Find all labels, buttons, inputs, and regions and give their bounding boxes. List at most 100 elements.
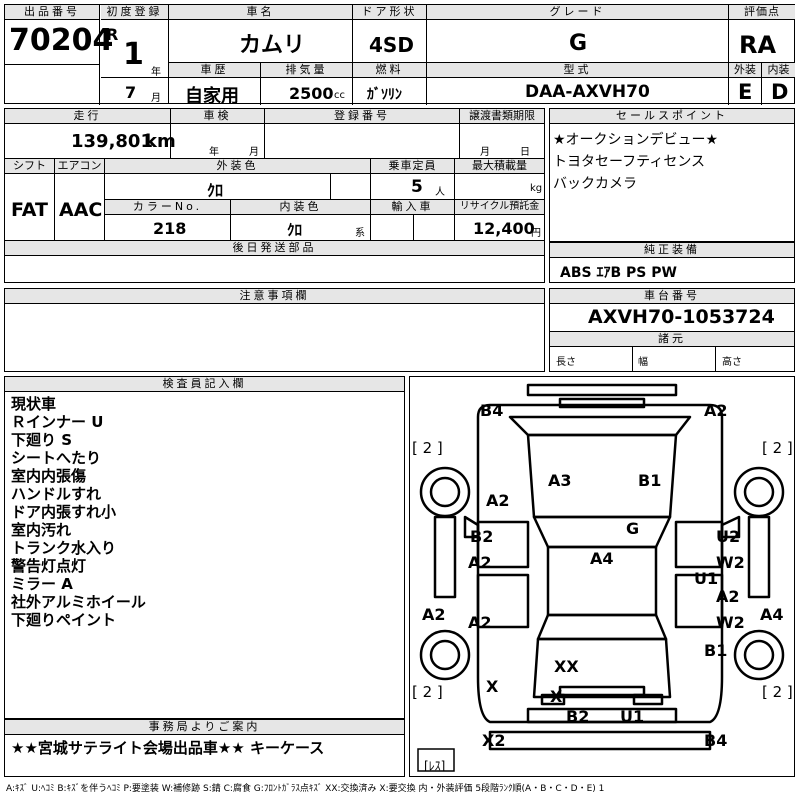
import-cell: 輸入車 [371, 200, 455, 241]
damage-mark: A3 [548, 471, 572, 490]
recycle: 12,400 [473, 219, 535, 238]
chassis-block: 車台番号 AXVH70-1053724 諸元 長さ 幅 高さ [549, 288, 795, 372]
damage-mark: X2 [482, 731, 506, 750]
door-label: ドア形状 [353, 5, 426, 20]
chassis-label: 車台番号 [550, 289, 794, 304]
spare-tire-mark: [ﾚｽ] [424, 759, 446, 773]
shift: FAT [11, 199, 48, 221]
first-reg-label: 初度登録 [101, 5, 168, 20]
reg-year: 1 [123, 37, 144, 72]
fuel-label: 燃料 [353, 63, 426, 78]
mileage-unit: km [145, 131, 176, 152]
model-label: 型式 [427, 63, 728, 78]
damage-mark: B2 [566, 707, 590, 726]
inspector-line: 現状車 [11, 395, 57, 413]
later-parts-cell: 後日発送部品 [5, 241, 544, 282]
damage-mark: A4 [590, 549, 614, 568]
mileage-label: 走行 [5, 109, 170, 124]
office-block: 事務局よりご案内 ★★宮城サテライト会場出品車★★ キーケース [4, 719, 405, 777]
equipment-label: 純正装備 [550, 243, 794, 258]
first-reg-cell: 初度登録 R 1 年 7 月 [101, 5, 169, 104]
model-cell: 型式 DAA-AXVH70 [427, 63, 729, 105]
load-label: 最大積載量 [455, 159, 544, 174]
header-block: 出品番号 70204 初度登録 R 1 年 7 月 車名 カムリ 車歴 自家用 … [4, 4, 795, 107]
damage-mark: A2 [704, 401, 728, 420]
damage-mark: X [486, 677, 499, 696]
model: DAA-AXVH70 [525, 82, 650, 102]
transfer-day-unit: 日 [520, 147, 530, 158]
spec-height: 高さ [722, 357, 742, 368]
damage-mark: A2 [716, 587, 740, 606]
grade: G [569, 31, 588, 56]
int-grade: D [771, 80, 789, 104]
damage-mark: A2 [422, 605, 446, 624]
damage-mark: X [550, 687, 563, 706]
damage-mark: B2 [470, 527, 494, 546]
color-cell: 外装色 ｸﾛ [105, 159, 371, 200]
recycle-unit: 円 [531, 228, 541, 239]
int-color-cell: 内装色 ｸﾛ 系 [231, 200, 371, 241]
damage-mark: B4 [704, 731, 728, 750]
inspector-block: 検査員記入欄 現状車 Ｒインナー U 下廻り S シートへたり 室内内張傷 ハン… [4, 376, 405, 719]
lot-cell: 出品番号 70204 [5, 5, 113, 65]
inspector-line: 室内内張傷 [11, 467, 87, 485]
damage-mark: W2 [716, 613, 745, 632]
later-parts-label: 後日発送部品 [5, 241, 544, 256]
mileage: 139,801 [71, 131, 153, 152]
load-cell: 最大積載量 kg [455, 159, 544, 200]
score-cell: 評価点 RA [729, 5, 795, 63]
lot-number: 70204 [9, 23, 114, 58]
reg-no-label: 登録番号 [265, 109, 459, 124]
load-unit: kg [530, 183, 543, 194]
shift-cell: シフト FAT [5, 159, 55, 241]
notes-block: 注意事項欄 [4, 288, 545, 372]
inspector-line: トランク水入り [11, 539, 117, 557]
sales-point-line: ★オークションデビュー★ [553, 132, 719, 148]
recycle-label: リサイクル預託金 [455, 200, 544, 215]
inspector-line: 室内汚れ [11, 521, 72, 539]
history-label: 車歴 [169, 63, 260, 78]
capacity: 5 [411, 177, 423, 197]
chassis-number: AXVH70-1053724 [588, 306, 775, 328]
damage-mark: B1 [704, 641, 728, 660]
car-name: カムリ [239, 33, 306, 58]
ext-color: ｸﾛ [207, 181, 224, 200]
displacement-unit: cc [334, 90, 345, 101]
car-name-cell: 車名 カムリ [169, 5, 353, 63]
recycle-cell: リサイクル預託金 12,400 円 [455, 200, 544, 241]
door: 4SD [369, 33, 414, 57]
color-no-cell: カラーNo. 218 [105, 200, 231, 241]
ext-cell: 外装 E [729, 63, 762, 105]
door-cell: ドア形状 4SD [353, 5, 427, 63]
inspection-month-unit: 月 [249, 147, 259, 158]
int-color: ｸﾛ [287, 221, 303, 239]
notes-label: 注意事項欄 [5, 289, 544, 304]
car-outline-svg [417, 383, 785, 772]
grade-cell: グレード G [427, 5, 729, 63]
int-label: 内装 [762, 63, 795, 78]
sales-point-label: セールスポイント [550, 109, 794, 124]
sales-point-block: セールスポイント ★オークションデビュー★ トヨタセーフティセンス バックカメラ [549, 108, 795, 242]
inspection-year-unit: 年 [209, 147, 219, 158]
transfer-cell: 譲渡書類期限 月 日 [460, 109, 544, 159]
shift-label: シフト [5, 159, 54, 174]
capacity-cell: 乗車定員 5 人 [371, 159, 455, 200]
import-label: 輸入車 [371, 200, 454, 215]
int-color-unit: 系 [355, 228, 365, 239]
fuel-cell: 燃料 ｶﾞｿﾘﾝ [353, 63, 427, 105]
inspector-line: 下廻り S [11, 431, 73, 449]
tire-mark-fl: [ 2 ] [412, 439, 443, 457]
office-label: 事務局よりご案内 [5, 720, 404, 735]
year-unit: 年 [151, 67, 161, 78]
history-cell: 車歴 自家用 [169, 63, 261, 107]
inspection-label: 車検 [171, 109, 264, 124]
inspector-line: ハンドルすれ [11, 485, 102, 503]
transfer-month-unit: 月 [480, 147, 490, 158]
reg-month: 7 [125, 83, 137, 102]
sales-point-line: バックカメラ [553, 176, 637, 192]
int-color-label: 内装色 [231, 200, 370, 215]
color-no: 218 [153, 219, 187, 238]
ac-label: エアコン [55, 159, 104, 174]
inspector-line: ミラー A [11, 575, 73, 593]
inspection-cell: 車検 年 月 [171, 109, 265, 159]
